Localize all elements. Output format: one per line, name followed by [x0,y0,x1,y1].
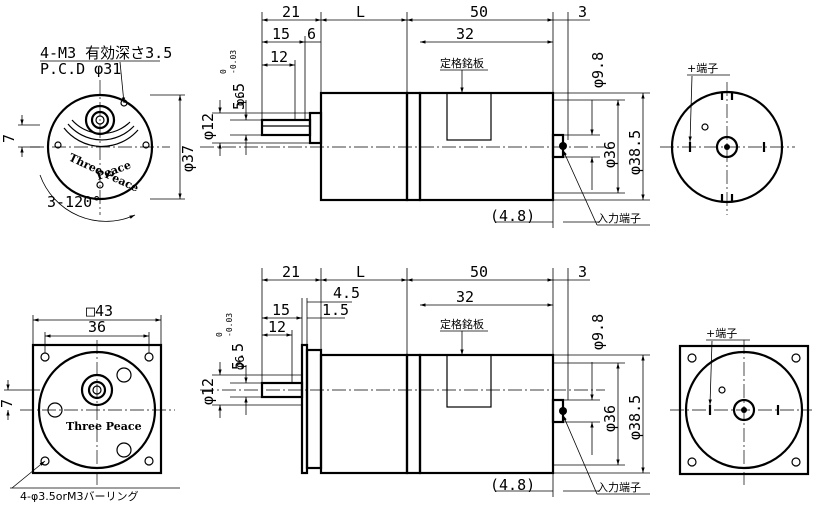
boss-outer [84,104,116,136]
square-flange [31,343,163,475]
bottom-side-view: 21 L 50 3 4.5 15 1.5 12 32 定格銘板 φ6 0 -0.… [199,263,650,497]
dim-4-8: (4.8) [490,207,535,225]
rating-plate [446,92,492,141]
dim-6: 6 [307,25,316,43]
mount-hole [96,181,104,189]
mount-hole [144,352,154,362]
dim-1-5: 1.5 [322,301,349,319]
dim-32: 32 [456,25,474,43]
gearbox-body [319,91,409,202]
bottom-front-view: Three Peace □43 36 7 4-φ3.5orM3バーリング [0,302,180,503]
top-side-view: 21 L 50 3 15 6 12 32 定格銘板 φ6 0 -0.03 5.5… [199,3,650,228]
pcd-note: P.C.D φ31 [40,60,121,78]
mount-hole [54,141,62,149]
dim-dia38-5: φ38.5 [626,130,644,175]
dim-7: 7 [0,399,16,408]
dim-4-5: 4.5 [333,284,360,302]
angle-note: 3-120° [47,193,101,211]
dim-3: 3 [578,263,587,281]
input-label: 入力端子 [597,481,641,494]
svg-text:0: 0 [215,332,224,337]
dim-L: L [356,3,365,21]
dim-dia37: φ37 [179,145,197,172]
bottom-rear-view: +端子 [670,327,812,485]
dim-21: 21 [282,3,300,21]
input-label: 入力端子 [597,212,641,225]
mount-hole [142,141,150,149]
mount-hole [144,456,154,466]
rear-cover [670,90,784,204]
dim-dia9-8: φ9.8 [589,314,607,350]
dim-50: 50 [470,3,488,21]
dim-5-5: 5.5 [230,83,248,110]
dim-12: 12 [268,318,286,336]
boss [308,111,323,145]
dim-shaft: φ6 [233,356,247,370]
dim-shaft: φ6 [233,92,247,106]
dim-L: L [356,263,365,281]
motor-body [418,91,555,202]
dim-12: 12 [270,48,288,66]
dim-dia38-5: φ38.5 [626,395,644,440]
svg-text:-0.03: -0.03 [229,50,238,74]
dim-dia36: φ36 [601,405,619,432]
flange-circle [46,93,154,201]
dim-32: 32 [456,288,474,306]
top-front-view: Three Peace Peace 4-M3 有効深さ3.5 P.C.D φ31… [0,44,197,222]
dim-5-5: 5.5 [229,343,247,370]
plate-label: 定格銘板 [440,56,484,70]
dim-3: 3 [578,3,587,21]
brand-logo: Three Peace [66,420,142,433]
square-flange [678,344,810,476]
dim-36: 36 [88,318,106,336]
dim-dia9-8: φ9.8 [589,52,607,88]
dim-dia36: φ36 [601,141,619,168]
top-rear-view: +端子 [660,62,795,215]
shaft [260,118,312,137]
plate-label: 定格銘板 [440,317,484,331]
dim-sq43: □43 [86,302,113,320]
rating-plate [446,354,492,408]
mount-note: 4-φ3.5orM3バーリング [20,489,138,503]
dim-dia12: φ12 [199,113,217,140]
dim-dia12: φ12 [199,378,217,405]
svg-text:0: 0 [219,69,228,74]
mount-hole [40,352,50,362]
svg-text:-0.03: -0.03 [225,313,234,337]
dim-4-8: (4.8) [490,476,535,494]
plus-terminal-label: +端子 [687,62,718,75]
dim-7: 7 [0,134,18,143]
plus-terminal-label: +端子 [706,327,737,340]
mount-note: 4-M3 有効深さ3.5 [40,44,172,62]
dim-15: 15 [272,25,290,43]
gearbox-body [319,353,409,475]
dim-21: 21 [282,263,300,281]
dim-15: 15 [272,301,290,319]
motor-body [418,353,555,475]
dim-50: 50 [470,263,488,281]
